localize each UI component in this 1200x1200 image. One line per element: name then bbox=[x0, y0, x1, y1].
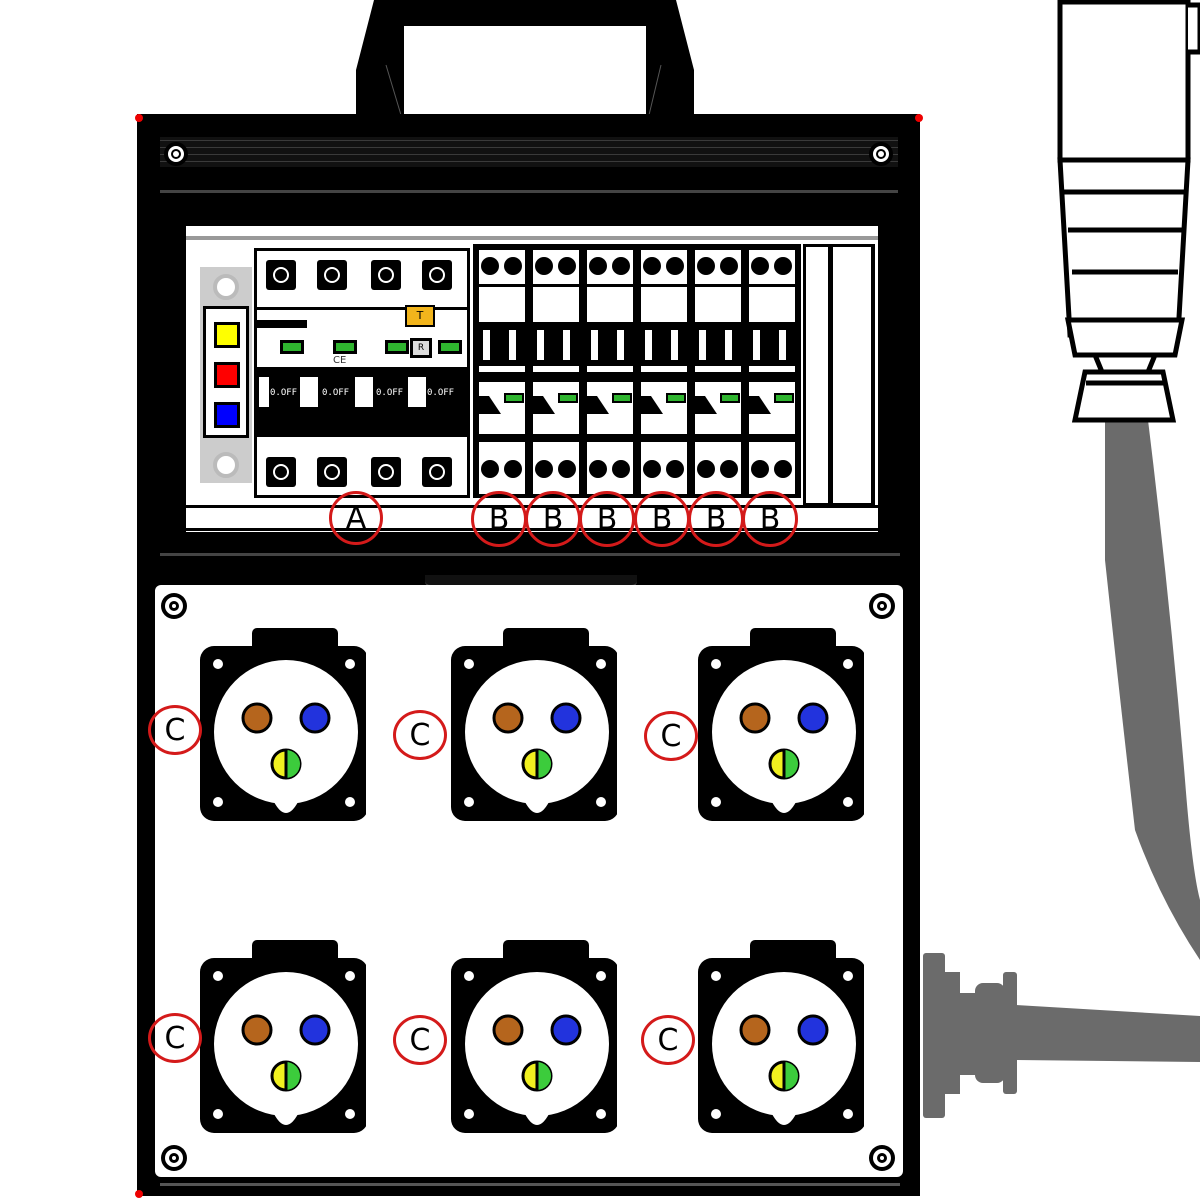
callout-b: B bbox=[471, 491, 527, 547]
callout-a: A bbox=[329, 491, 383, 545]
blank-plate bbox=[833, 247, 871, 503]
rcd-led bbox=[333, 340, 357, 354]
screw-terminal-icon bbox=[371, 457, 401, 487]
outlet-socket[interactable] bbox=[451, 628, 617, 824]
phase-blue-terminal bbox=[214, 402, 240, 428]
top-rail bbox=[160, 137, 898, 167]
screw-terminal-icon bbox=[317, 260, 347, 290]
corner-marker bbox=[135, 114, 143, 122]
bottom-rail bbox=[160, 1183, 900, 1186]
callout-b: B bbox=[688, 491, 744, 547]
callout-b: B bbox=[742, 491, 798, 547]
rcd-off-label: 0.OFF bbox=[376, 388, 404, 398]
screw-terminal-icon bbox=[422, 260, 452, 290]
blank-plate bbox=[806, 247, 828, 503]
outlet-socket[interactable] bbox=[698, 940, 864, 1136]
terminal-block-ring bbox=[213, 452, 239, 478]
callout-c: C bbox=[644, 711, 698, 761]
rcd-led bbox=[385, 340, 409, 354]
rcd-model-text bbox=[257, 320, 307, 328]
corner-marker bbox=[915, 114, 923, 122]
screw-icon bbox=[161, 1145, 187, 1171]
mcb-details bbox=[476, 256, 797, 479]
screw-icon bbox=[161, 593, 187, 619]
phase-red-terminal bbox=[214, 362, 240, 388]
screw-terminal-icon bbox=[317, 457, 347, 487]
rcd-led bbox=[280, 340, 304, 354]
callout-c: C bbox=[148, 1013, 202, 1063]
rcd-reset-button[interactable]: R bbox=[410, 338, 432, 358]
outlet-socket[interactable] bbox=[698, 628, 864, 824]
screw-terminal-icon bbox=[371, 260, 401, 290]
screw-terminal-icon bbox=[266, 260, 296, 290]
outlet-socket[interactable] bbox=[200, 628, 366, 824]
callout-c: C bbox=[393, 1015, 447, 1065]
rcd-off-label: 0.OFF bbox=[427, 388, 455, 398]
carry-handle bbox=[356, 0, 694, 118]
rail-line bbox=[160, 190, 898, 193]
callout-c: C bbox=[148, 705, 202, 755]
callout-b: B bbox=[579, 491, 635, 547]
callout-c: C bbox=[641, 1015, 695, 1065]
rcd-test-button[interactable]: T bbox=[405, 305, 435, 327]
divider-rail bbox=[160, 553, 900, 556]
ce-mark: CE bbox=[333, 355, 347, 366]
rcd-window bbox=[355, 377, 373, 407]
screw-icon bbox=[869, 593, 895, 619]
rcd-off-label: 0.OFF bbox=[270, 388, 298, 398]
rcd-window bbox=[300, 377, 318, 407]
rcd-window bbox=[259, 377, 269, 407]
rcd-off-label: 0.OFF bbox=[322, 388, 350, 398]
terminal-block-ring bbox=[213, 274, 239, 300]
phase-yellow-terminal bbox=[214, 322, 240, 348]
screw-terminal-icon bbox=[422, 457, 452, 487]
screw-icon bbox=[869, 142, 893, 166]
cable-assembly bbox=[923, 0, 1200, 1118]
outlet-socket[interactable] bbox=[200, 940, 366, 1136]
screw-terminal-icon bbox=[266, 457, 296, 487]
screw-icon bbox=[869, 1145, 895, 1171]
din-rail-top bbox=[186, 236, 878, 240]
callout-c: C bbox=[393, 710, 447, 760]
callout-b: B bbox=[634, 491, 690, 547]
rcd-window bbox=[408, 377, 426, 407]
rcd-led bbox=[438, 340, 462, 354]
callout-b: B bbox=[525, 491, 581, 547]
corner-marker bbox=[135, 1190, 143, 1198]
outlet-socket[interactable] bbox=[451, 940, 617, 1136]
screw-icon bbox=[164, 142, 188, 166]
